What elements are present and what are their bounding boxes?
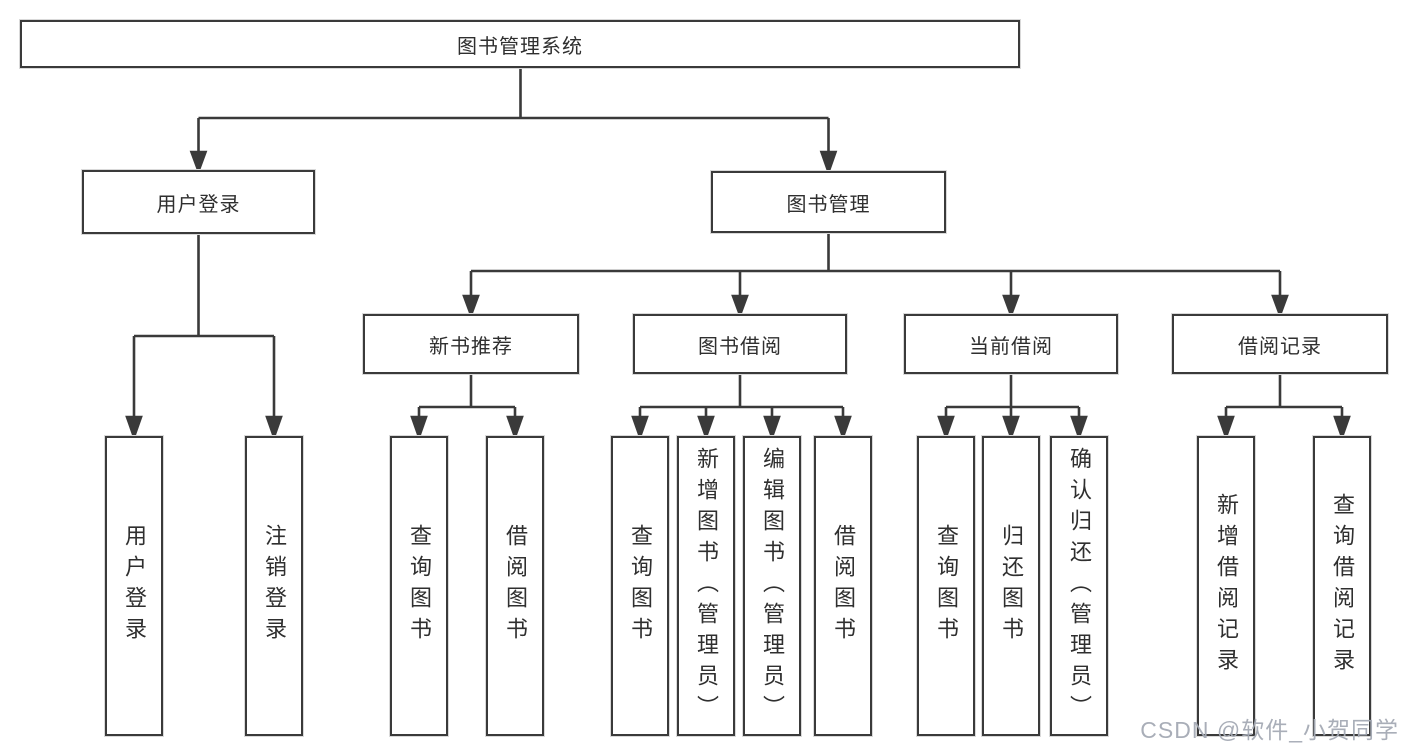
node-user-login: 用户登录	[82, 170, 315, 234]
leaf-add-borrow-record: 新增借阅记录	[1197, 436, 1255, 736]
leaf-add-book-admin: 新增图书（管理员）	[677, 436, 735, 736]
connector-root-to-level2	[189, 68, 838, 176]
leaf-query-books-current: 查询图书	[917, 436, 975, 736]
node-borrow-records: 借阅记录	[1172, 314, 1388, 374]
leaf-borrow-books-recommend: 借阅图书	[486, 436, 544, 736]
leaf-borrow-books: 借阅图书	[814, 436, 872, 736]
leaf-user-login: 用户登录	[105, 436, 163, 736]
leaf-logout: 注销登录	[245, 436, 303, 736]
leaf-edit-book-admin-label: 编辑图书（管理员）	[760, 446, 785, 726]
connector-book-borrow-children	[631, 374, 852, 441]
leaf-borrow-books-label: 借阅图书	[831, 524, 856, 648]
leaf-return-book: 归还图书	[982, 436, 1040, 736]
node-new-book-recommend-label: 新书推荐	[429, 335, 513, 358]
leaf-return-book-label: 归还图书	[999, 524, 1024, 648]
node-book-management: 图书管理	[711, 171, 946, 233]
leaf-query-books-borrow: 查询图书	[611, 436, 669, 736]
leaf-edit-book-admin: 编辑图书（管理员）	[743, 436, 801, 736]
connector-book-management-children	[462, 233, 1289, 319]
node-user-login-label: 用户登录	[156, 193, 241, 216]
leaf-user-login-label: 用户登录	[122, 524, 147, 648]
leaf-confirm-return-admin-label: 确认归还（管理员）	[1067, 446, 1092, 726]
leaf-query-books-current-label: 查询图书	[934, 524, 959, 648]
csdn-watermark: CSDN @软件_小贺同学	[1140, 717, 1399, 743]
leaf-query-books-recommend-label: 查询图书	[407, 524, 432, 648]
connector-borrow-records-children	[1217, 374, 1351, 441]
node-book-borrow: 图书借阅	[633, 314, 847, 374]
node-borrow-records-label: 借阅记录	[1238, 335, 1322, 358]
connector-new-book-children	[410, 374, 524, 441]
leaf-logout-label: 注销登录	[262, 524, 287, 648]
node-current-borrow-label: 当前借阅	[969, 335, 1053, 358]
connector-user-login-children	[125, 234, 283, 441]
leaf-confirm-return-admin: 确认归还（管理员）	[1050, 436, 1108, 736]
leaf-borrow-books-recommend-label: 借阅图书	[503, 524, 528, 648]
leaf-query-books-borrow-label: 查询图书	[628, 524, 653, 648]
node-book-borrow-label: 图书借阅	[698, 335, 782, 358]
node-current-borrow: 当前借阅	[904, 314, 1118, 374]
node-book-management-label: 图书管理	[786, 193, 871, 216]
node-new-book-recommend: 新书推荐	[363, 314, 579, 374]
leaf-query-borrow-record-label: 查询借阅记录	[1330, 493, 1355, 679]
connector-current-borrow-children	[937, 374, 1088, 441]
node-root-system: 图书管理系统	[20, 20, 1020, 68]
leaf-query-borrow-record: 查询借阅记录	[1313, 436, 1371, 736]
node-root-system-label: 图书管理系统	[457, 35, 583, 58]
leaf-add-book-admin-label: 新增图书（管理员）	[694, 446, 719, 726]
leaf-add-borrow-record-label: 新增借阅记录	[1214, 493, 1239, 679]
leaf-query-books-recommend: 查询图书	[390, 436, 448, 736]
